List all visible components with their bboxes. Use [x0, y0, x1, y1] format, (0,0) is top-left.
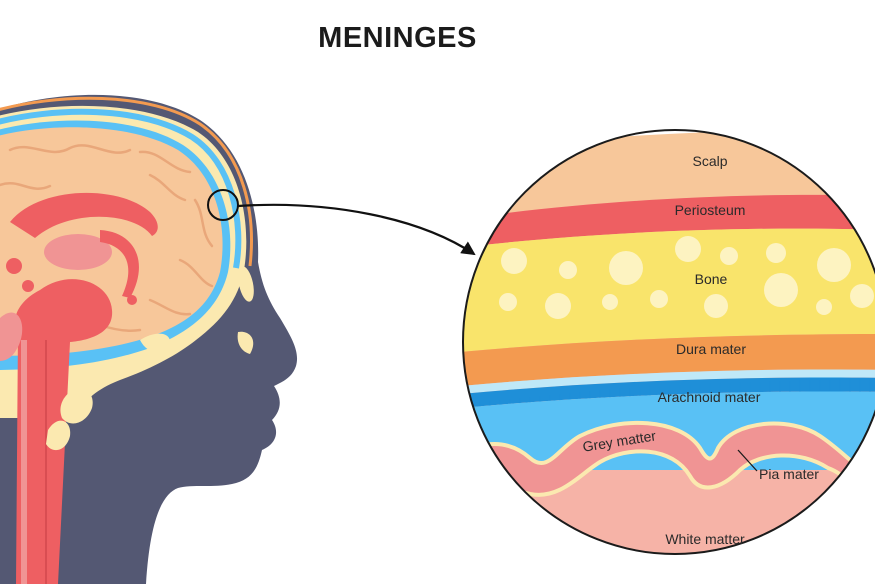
zoom-arrow [237, 203, 476, 256]
label-white-matter: White matter [665, 531, 745, 547]
label-pia-mater: Pia mater [759, 466, 819, 482]
periosteum-layer [463, 194, 875, 250]
pia-pointer [737, 449, 758, 472]
label-bone: Bone [695, 271, 728, 287]
arachnoid-mater-layer [463, 377, 875, 410]
diagram-title: MENINGES [318, 22, 477, 54]
dura-mater-layer [463, 334, 875, 388]
head-profile [0, 94, 297, 584]
label-dura-mater: Dura mater [676, 341, 746, 357]
magnified-view [462, 129, 875, 555]
grey-matter-layer [463, 420, 875, 504]
cerebellum [0, 312, 23, 361]
bone-bubbles [499, 236, 874, 319]
label-arachnoid-mater: Arachnoid mater [658, 389, 761, 405]
label-scalp: Scalp [692, 153, 727, 169]
label-periosteum: Periosteum [675, 202, 746, 218]
